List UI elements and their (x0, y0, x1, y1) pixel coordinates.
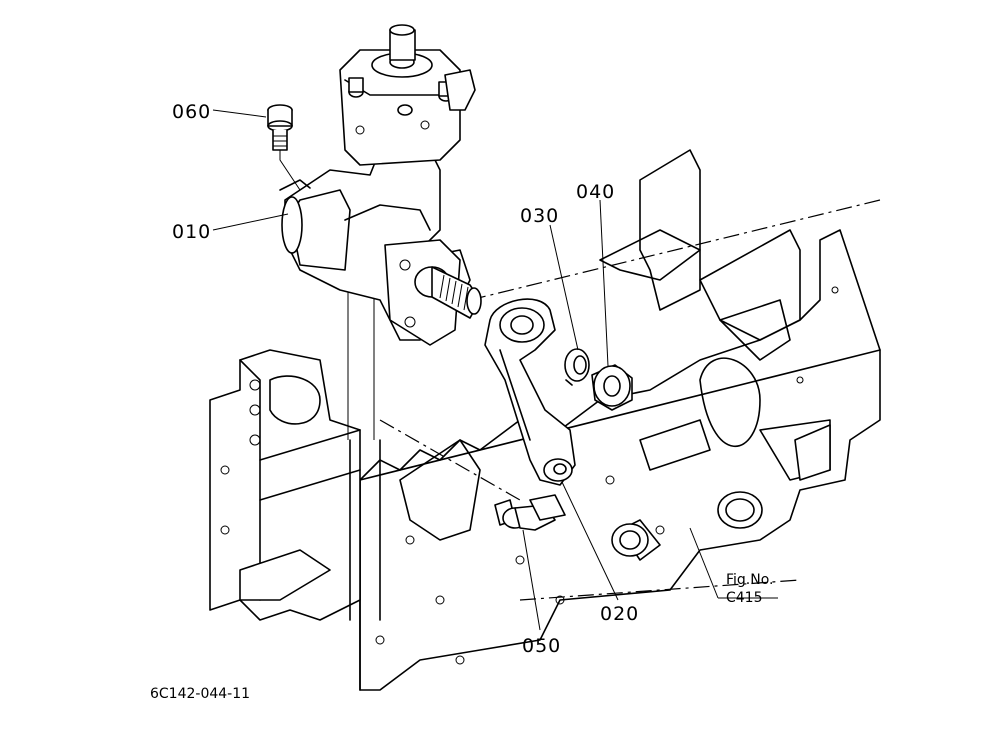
alignment-lines (347, 199, 881, 601)
pitman-arm (484, 298, 576, 486)
figure-ref-line2: C415 (726, 590, 763, 606)
callout-010: 010 (172, 221, 211, 243)
figure-ref-line1: Fig.No. (726, 572, 774, 588)
callout-040: 040 (576, 181, 615, 203)
nut-040 (591, 364, 633, 411)
callout-030: 030 (520, 205, 559, 227)
drawing-code: 6C142-044-11 (150, 686, 250, 702)
callout-labels: 060 010 030 040 020 050 Fig.No. C415 6C1… (150, 101, 774, 702)
bolt-060 (267, 104, 301, 191)
callout-020: 020 (600, 603, 639, 625)
callout-060: 060 (172, 101, 211, 123)
frame-assembly (209, 149, 881, 691)
washer-030 (564, 348, 590, 386)
steering-gearbox (279, 24, 482, 346)
callout-050: 050 (522, 635, 561, 657)
pin-050 (494, 494, 566, 531)
leader-lines (212, 109, 778, 631)
